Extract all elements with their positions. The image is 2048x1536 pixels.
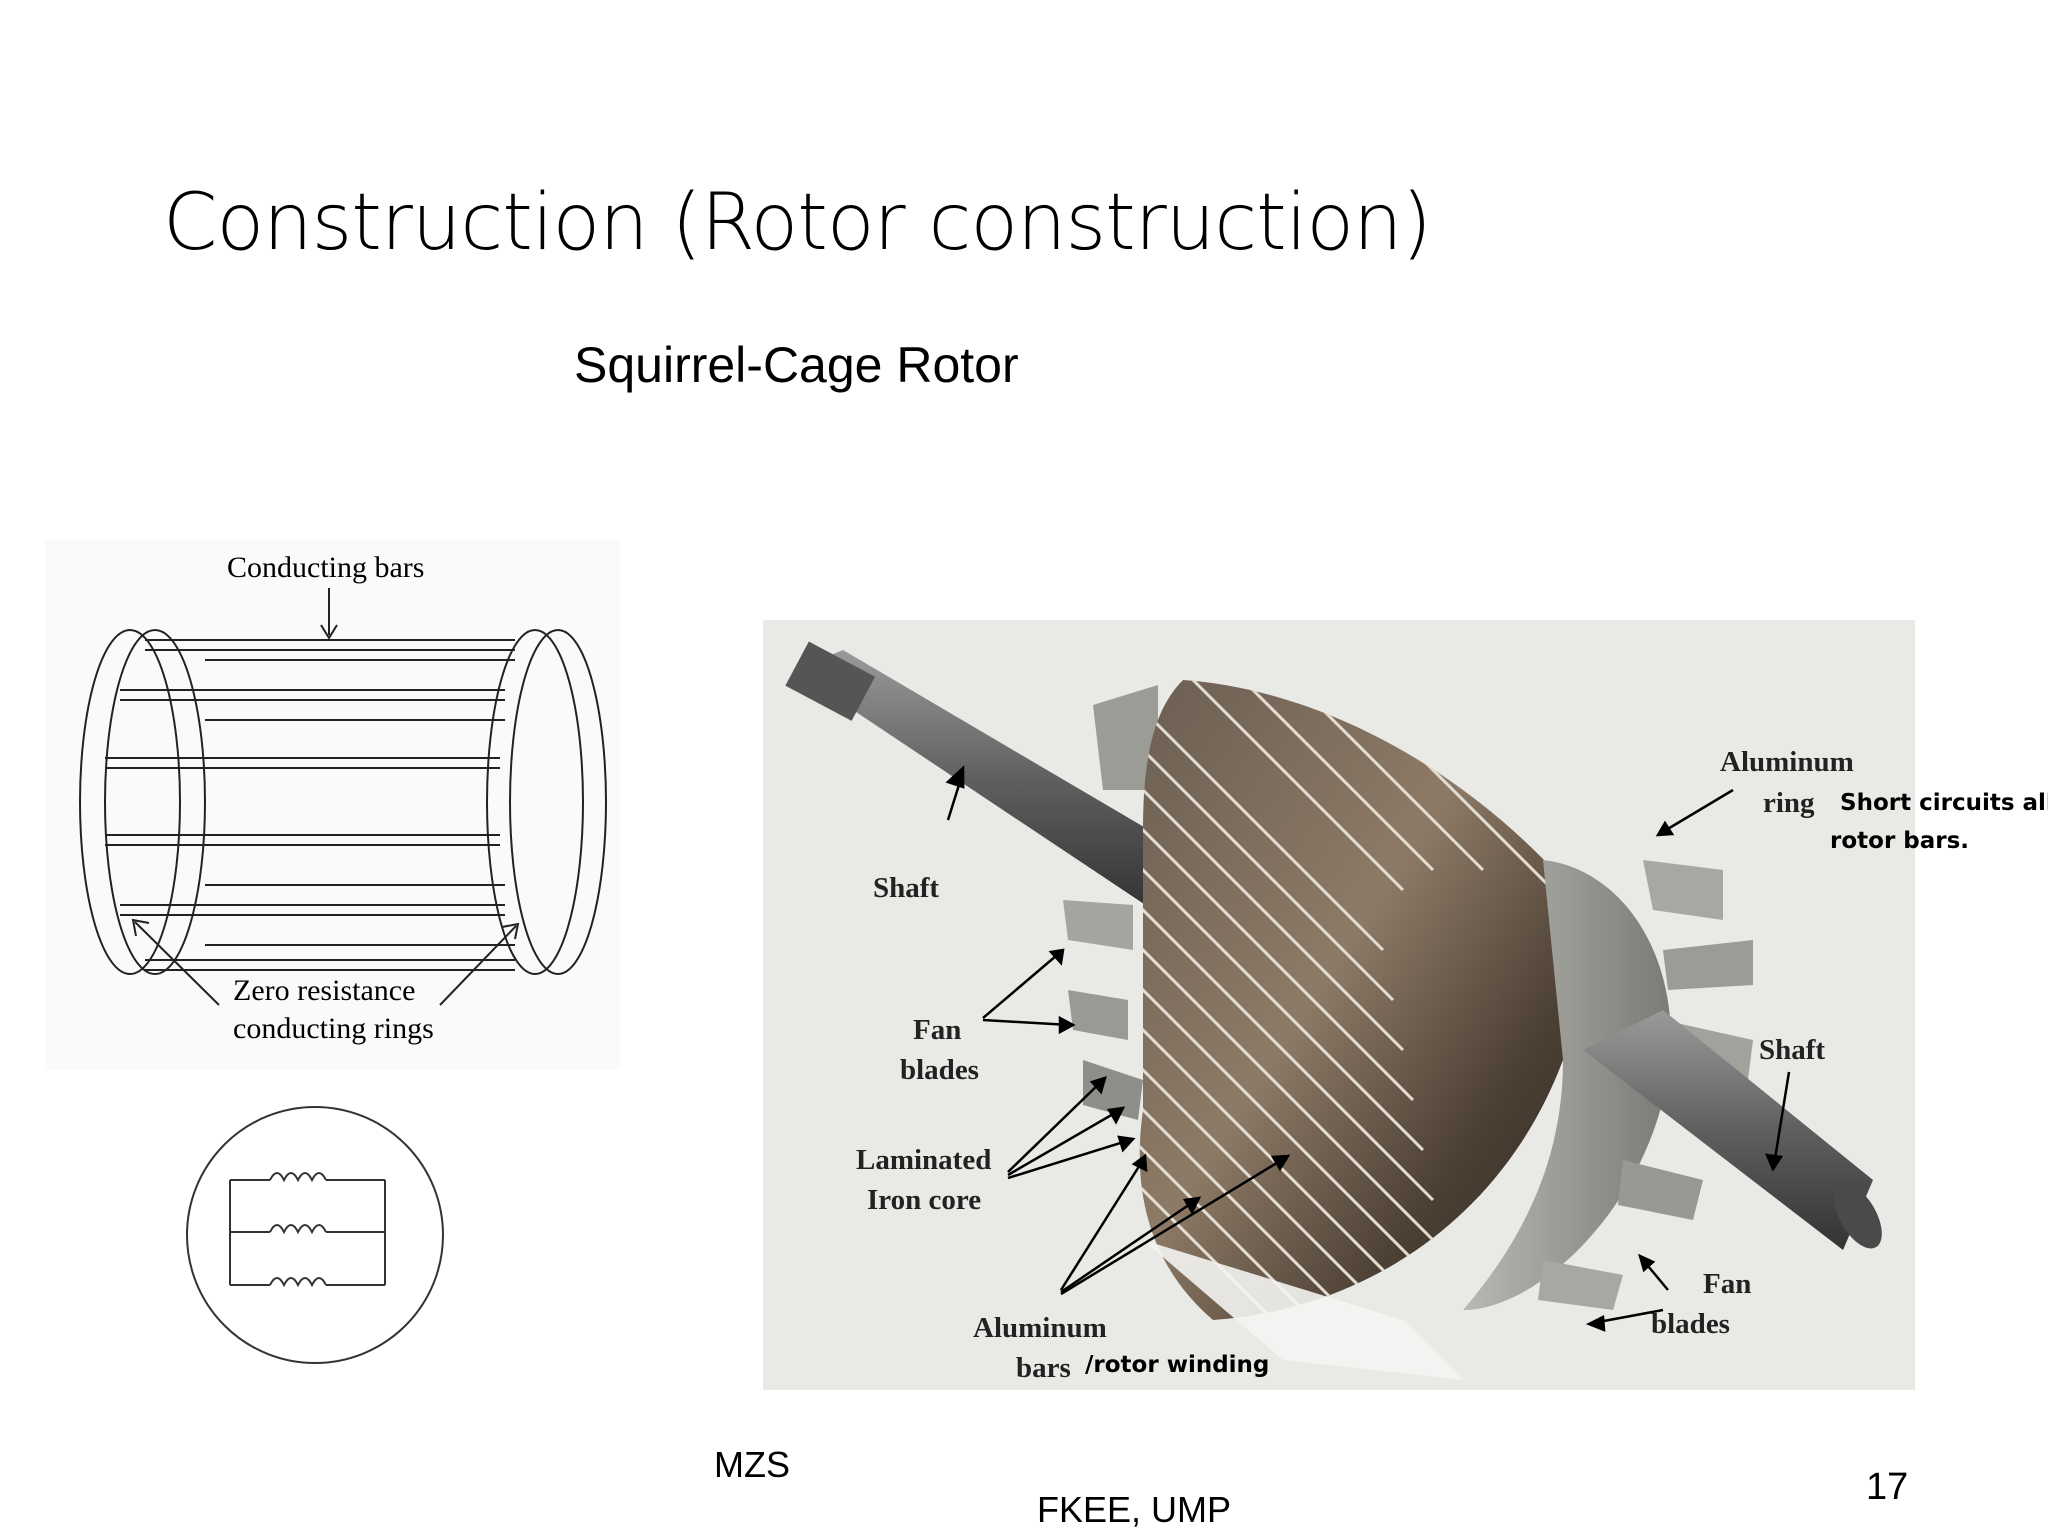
label-fan-left-2: blades xyxy=(900,1054,979,1086)
note-short-circuits-2: rotor bars. xyxy=(1830,828,1970,854)
label-fan-right-1: Fan xyxy=(1703,1268,1752,1300)
label-laminated-1: Laminated xyxy=(856,1144,992,1176)
slide-subtitle: Squirrel-Cage Rotor xyxy=(574,337,1019,393)
label-shaft-left: Shaft xyxy=(873,872,940,904)
label-shaft-right: Shaft xyxy=(1759,1034,1826,1066)
label-al-bars-2: bars xyxy=(1016,1352,1071,1384)
rings-label-line1: Zero resistance xyxy=(233,974,415,1007)
label-al-ring-1: Aluminum xyxy=(1720,746,1854,778)
squirrel-cage-diagram: Conducting bars Zero resistance conducti… xyxy=(45,540,620,1070)
rings-label-line2: conducting rings xyxy=(233,1012,434,1045)
slide-title: Construction (Rotor construction) xyxy=(163,178,1432,268)
rotor-photo: Shaft Fan blades Laminated Iron core Alu… xyxy=(763,620,1915,1390)
label-fan-right-2: blades xyxy=(1651,1308,1730,1340)
rotor-circuit-symbol xyxy=(180,1100,450,1370)
cage-drawing: Conducting bars Zero resistance conducti… xyxy=(79,551,607,1045)
note-rotor-winding: /rotor winding xyxy=(1085,1352,1270,1378)
footer-author: MZS xyxy=(714,1444,790,1485)
conducting-bars-label: Conducting bars xyxy=(227,551,424,584)
label-al-bars-1: Aluminum xyxy=(973,1312,1107,1344)
label-al-ring-2: ring xyxy=(1763,787,1815,819)
label-fan-left-1: Fan xyxy=(913,1014,962,1046)
footer-institution: FKEE, UMP xyxy=(1037,1489,1232,1530)
note-short-circuits-1: Short circuits all xyxy=(1840,790,2048,816)
rotor-illustration xyxy=(763,620,1915,1390)
label-laminated-2: Iron core xyxy=(867,1184,982,1216)
page-number: 17 xyxy=(1866,1466,1909,1508)
